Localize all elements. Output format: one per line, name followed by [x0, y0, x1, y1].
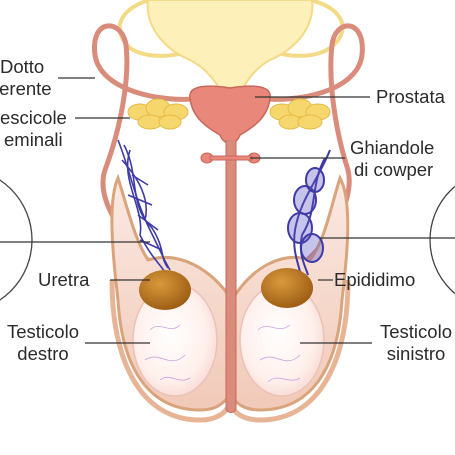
label-ghiandole-line2: di cowper	[354, 159, 434, 180]
left-epididymis-head	[139, 270, 191, 310]
label-testicolo-sinistro: Testicolo sinistro	[377, 321, 455, 365]
left-detail-circle	[0, 179, 33, 301]
label-ghiandole-cowper: Ghiandole di cowper	[350, 137, 434, 181]
bladder	[146, 0, 314, 93]
prostate	[189, 85, 271, 144]
left-seminal-vesicle	[127, 98, 189, 130]
right-detail-circle	[429, 185, 455, 295]
label-testicolo-destro-line2: destro	[17, 343, 69, 364]
label-prostata-text: Prostata	[376, 86, 445, 107]
right-seminal-vesicle	[269, 98, 331, 130]
label-epididimo-text: Epididimo	[334, 269, 416, 290]
leader-lines	[0, 77, 455, 344]
label-uretra-text: Uretra	[38, 269, 90, 290]
label-dotto-line2: ferente	[0, 78, 52, 99]
label-testicolo-destro-line1: Testicolo	[7, 321, 79, 342]
label-testicolo-destro: Testicolo destro	[0, 321, 86, 365]
label-epididimo: Epididimo	[334, 269, 415, 291]
urethra	[225, 140, 237, 413]
label-uretra: Uretra	[38, 269, 89, 291]
label-testicolo-sinistro-line2: sinistro	[386, 343, 446, 364]
testis-vessels	[144, 324, 301, 383]
left-spermatic-veins	[117, 139, 171, 273]
label-dotto-deferente: Dotto ferente	[0, 56, 52, 100]
label-testicolo-sinistro-line1: Testicolo	[380, 321, 452, 342]
label-ghiandole-line1: Ghiandole	[350, 137, 435, 158]
label-prostata: Prostata	[376, 86, 445, 108]
right-spermatic-veins	[287, 149, 331, 276]
right-epididymis-head	[261, 268, 313, 308]
label-vescicole-line2: eminali	[4, 129, 63, 150]
label-dotto-line1: Dotto	[0, 56, 45, 77]
left-vas-deferens	[92, 23, 208, 265]
label-vescicole-line1: escicole	[0, 107, 67, 128]
label-vescicole-seminali: escicole eminali	[0, 107, 67, 151]
